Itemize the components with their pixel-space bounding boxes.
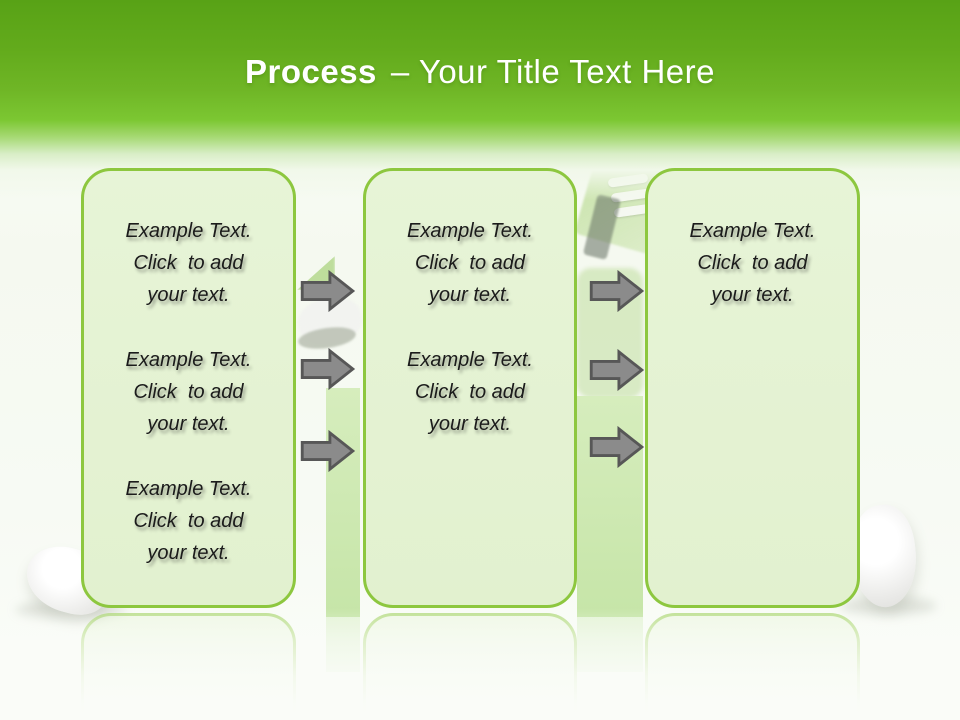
right-arrow-icon[interactable] (300, 430, 356, 472)
process-box-3[interactable]: Example Text. Click to add your text. (645, 168, 860, 608)
right-arrow-icon[interactable] (589, 270, 645, 312)
right-arrow-icon[interactable] (300, 270, 356, 312)
green-package-strip-left (326, 388, 360, 617)
green-package-strip-right (577, 396, 643, 617)
reflection-fade (0, 608, 960, 720)
placeholder-text[interactable]: Example Text. Click to add your text. (125, 478, 252, 564)
process-box-2[interactable]: Example Text. Click to add your text. Ex… (363, 168, 577, 608)
title-banner (0, 0, 960, 200)
placeholder-text[interactable]: Example Text. Click to add your text. (125, 220, 252, 306)
placeholder-text[interactable]: Example Text. Click to add your text. (407, 349, 533, 435)
right-arrow-icon[interactable] (300, 348, 356, 390)
title-keyword: Process (244, 53, 377, 90)
title-text: – Your Title Text Here (390, 53, 716, 90)
placeholder-text[interactable]: Example Text. Click to add your text. (689, 220, 816, 306)
right-arrow-icon[interactable] (589, 426, 645, 468)
right-arrow-icon[interactable] (589, 349, 645, 391)
process-box-1[interactable]: Example Text. Click to add your text. Ex… (81, 168, 296, 608)
placeholder-text[interactable]: Example Text. Click to add your text. (407, 220, 533, 306)
placeholder-text[interactable]: Example Text. Click to add your text. (125, 349, 252, 435)
slide-title[interactable]: Process – Your Title Text Here (0, 53, 960, 91)
